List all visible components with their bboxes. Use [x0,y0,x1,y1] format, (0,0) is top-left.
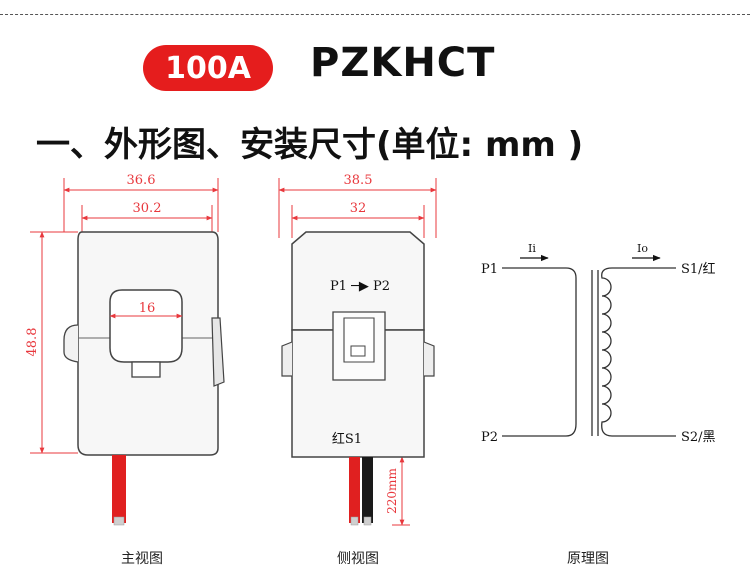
side-direction-label: P1 ─▶ P2 [330,279,390,294]
side-red-wire [349,457,360,523]
front-window [109,289,183,363]
schematic-input-current-label: Ii [528,242,536,255]
front-dim-outer-width: 36.6 [127,173,156,188]
side-view-caption: 侧视图 [337,551,379,567]
schematic-p2-label: P2 [481,430,498,445]
dashed-top-border [0,14,750,15]
side-terminal-label: 红S1 [332,431,362,447]
front-view-caption: 主视图 [121,551,163,567]
front-dim-inner-width: 30.2 [133,201,162,216]
front-view: 36.6 30.2 48.8 16 [25,173,225,526]
front-dim-height: 48.8 [25,328,40,357]
schematic-s2-label: S2/黑 [681,430,716,445]
side-black-wire [362,457,373,523]
schematic-output-current-label: Io [637,242,648,255]
schematic [502,254,676,437]
schematic-s1-label: S1/红 [681,261,716,277]
schematic-p1-label: P1 [481,262,498,277]
side-dim-inner-width: 32 [350,201,367,216]
current-rating-badge: 100A [143,45,273,91]
side-dim-lead-length: 220mm [385,468,399,514]
model-name: PZKHCT [310,40,496,86]
schematic-caption: 原理图 [567,551,609,567]
side-dim-outer-width: 38.5 [344,173,373,188]
side-view: 38.5 32 220mm P1 ─▶ P2 红S1 [278,173,437,526]
front-lead-wire [112,455,126,523]
front-dim-window: 16 [139,301,156,316]
section-title: 一、外形图、安装尺寸(单位: mm ) [36,125,584,165]
